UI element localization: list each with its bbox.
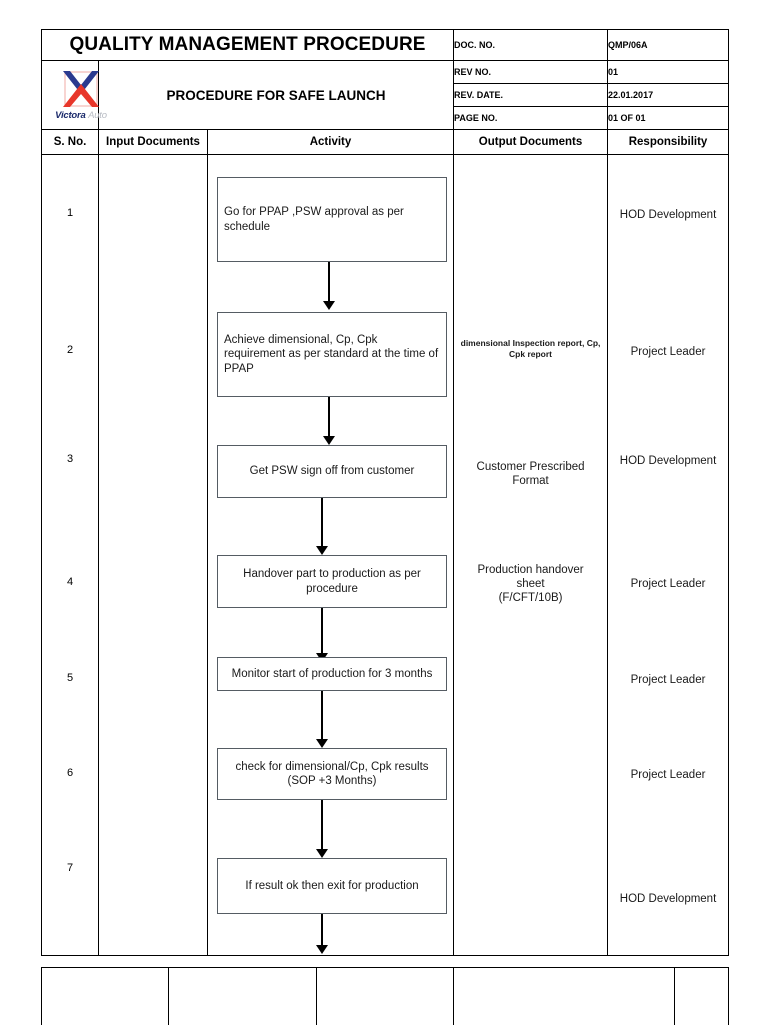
- output-document-row-3: Customer Prescribed Format: [458, 460, 603, 488]
- flow-box-2-label: Achieve dimensional, Cp, Cpk requirement…: [218, 333, 446, 377]
- flow-connector-1: [322, 262, 336, 310]
- output-document-row-2: dimensional Inspection report, Cp, Cpk r…: [458, 338, 603, 360]
- flow-box-6-label: check for dimensional/Cp, Cpk results (S…: [218, 760, 446, 789]
- flow-box-1-label: Go for PPAP ,PSW approval as per schedul…: [218, 205, 446, 234]
- flow-box-4-label: Handover part to production as per proce…: [218, 567, 446, 596]
- flow-connector-6: [315, 800, 329, 858]
- output-document-row-3-line-2: Format: [458, 474, 603, 488]
- flow-box-6[interactable]: check for dimensional/Cp, Cpk results (S…: [217, 748, 447, 800]
- sno-4: 4: [42, 576, 98, 588]
- sno-7: 7: [42, 862, 98, 874]
- responsibility-row-4: Project Leader: [611, 577, 725, 591]
- column-header-output-documents: Output Documents: [454, 130, 608, 155]
- sno-5: 5: [42, 672, 98, 684]
- header-title-row: QUALITY MANAGEMENT PROCEDURE DOC. NO. QM…: [42, 30, 729, 61]
- input-documents-column: [99, 155, 208, 956]
- meta-value-rev-no: 01: [608, 61, 729, 84]
- flow-connector-4: [315, 608, 329, 662]
- responsibility-column: HOD Development Project Leader HOD Devel…: [608, 155, 729, 956]
- company-logo: Victora Auto: [42, 61, 99, 130]
- sno-2: 2: [42, 344, 98, 356]
- flow-box-7[interactable]: If result ok then exit for production: [217, 858, 447, 914]
- responsibility-row-2: Project Leader: [611, 345, 725, 359]
- responsibility-row-1: HOD Development: [611, 208, 725, 222]
- sno-column: 1 2 3 4 5 6 7: [42, 155, 99, 956]
- procedure-body-row: 1 2 3 4 5 6 7 Go for PPAP ,PSW approval …: [42, 155, 729, 956]
- logo-brand-secondary: Auto: [88, 110, 107, 121]
- column-header-activity: Activity: [208, 130, 454, 155]
- flow-connector-2: [322, 397, 336, 445]
- meta-label-page-no: PAGE NO.: [454, 107, 608, 130]
- flow-box-7-label: If result ok then exit for production: [218, 879, 446, 894]
- responsibility-row-3: HOD Development: [611, 454, 725, 468]
- sno-6: 6: [42, 767, 98, 779]
- column-header-responsibility: Responsibility: [608, 130, 729, 155]
- output-document-row-4-line-1: Production handover: [458, 563, 603, 577]
- sno-3: 3: [42, 453, 98, 465]
- procedure-table: QUALITY MANAGEMENT PROCEDURE DOC. NO. QM…: [41, 29, 729, 956]
- flow-connector-7: [315, 914, 329, 954]
- column-header-input-documents: Input Documents: [99, 130, 208, 155]
- next-section-table-partial: [41, 967, 729, 1025]
- flowchart: Go for PPAP ,PSW approval as per schedul…: [208, 155, 453, 955]
- flow-box-2[interactable]: Achieve dimensional, Cp, Cpk requirement…: [217, 312, 447, 397]
- next-section-cell-4: [454, 968, 675, 1025]
- meta-label-rev-date: REV. DATE.: [454, 84, 608, 107]
- flow-box-3[interactable]: Get PSW sign off from customer: [217, 445, 447, 498]
- output-document-row-4-line-2: sheet: [458, 577, 603, 591]
- flow-connector-3: [315, 498, 329, 555]
- column-header-sno: S. No.: [42, 130, 99, 155]
- activity-column: Go for PPAP ,PSW approval as per schedul…: [208, 155, 454, 956]
- output-document-row-4-line-3: (F/CFT/10B): [458, 591, 603, 605]
- flow-box-4[interactable]: Handover part to production as per proce…: [217, 555, 447, 608]
- logo-brand-primary: Victora: [55, 110, 85, 121]
- responsibility-row-7: HOD Development: [611, 892, 725, 906]
- meta-label-doc-no: DOC. NO.: [454, 30, 608, 61]
- flow-box-5-label: Monitor start of production for 3 months: [218, 667, 446, 682]
- column-header-row: S. No. Input Documents Activity Output D…: [42, 130, 729, 155]
- next-section-cell-3: [317, 968, 454, 1025]
- meta-value-doc-no: QMP/06A: [608, 30, 729, 61]
- meta-value-page-no: 01 OF 01: [608, 107, 729, 130]
- next-section-cell-5: [675, 968, 729, 1025]
- victora-logo-icon: [58, 69, 104, 109]
- sno-1: 1: [42, 207, 98, 219]
- page-title: QUALITY MANAGEMENT PROCEDURE: [42, 30, 454, 61]
- flow-box-1[interactable]: Go for PPAP ,PSW approval as per schedul…: [217, 177, 447, 262]
- responsibility-row-6: Project Leader: [611, 768, 725, 782]
- responsibility-row-5: Project Leader: [611, 673, 725, 687]
- flow-box-3-label: Get PSW sign off from customer: [218, 464, 446, 479]
- next-section-cell-2: [169, 968, 317, 1025]
- header-rev-no-row: Victora Auto PROCEDURE FOR SAFE LAUNCH R…: [42, 61, 729, 84]
- output-document-row-3-line-1: Customer Prescribed: [458, 460, 603, 474]
- output-documents-column: dimensional Inspection report, Cp, Cpk r…: [454, 155, 608, 956]
- meta-value-rev-date: 22.01.2017: [608, 84, 729, 107]
- next-section-cell-1: [42, 968, 169, 1025]
- document-subtitle: PROCEDURE FOR SAFE LAUNCH: [99, 61, 454, 130]
- output-document-row-4: Production handover sheet (F/CFT/10B): [458, 563, 603, 605]
- meta-label-rev-no: REV NO.: [454, 61, 608, 84]
- flow-connector-5: [315, 691, 329, 748]
- next-section-row-partial: [42, 968, 729, 1025]
- flow-box-5[interactable]: Monitor start of production for 3 months: [217, 657, 447, 691]
